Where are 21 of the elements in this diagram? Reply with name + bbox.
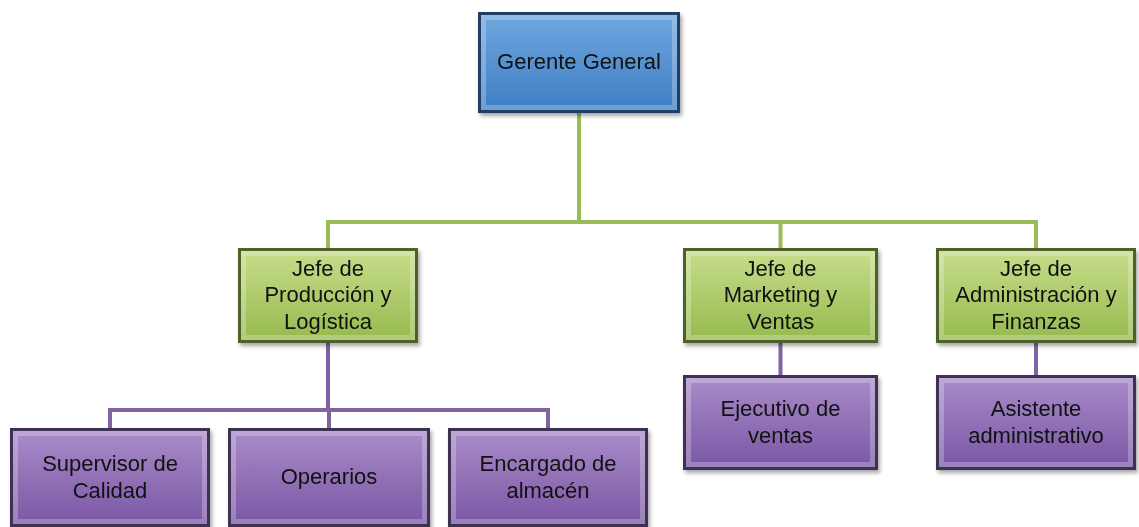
box-label: Asistente administrativo bbox=[967, 396, 1105, 449]
box-label: Supervisor de Calidad bbox=[41, 451, 179, 504]
org-chart-box bbox=[683, 375, 878, 470]
box-label: Jefe de Administración y Finanzas bbox=[954, 255, 1118, 336]
box-label: Ejecutivo de ventas bbox=[719, 396, 842, 449]
box-label: Gerente General bbox=[497, 49, 661, 76]
org-chart-box bbox=[478, 12, 680, 113]
box-label: Operarios bbox=[280, 464, 378, 491]
connector-line bbox=[326, 343, 550, 428]
box-label: Jefe de Producción y Logística bbox=[263, 255, 393, 336]
org-chart-box bbox=[448, 428, 648, 527]
org-chart-box bbox=[936, 248, 1136, 343]
org-chart-box bbox=[10, 428, 210, 527]
org-chart-box bbox=[683, 248, 878, 343]
org-chart-box bbox=[936, 375, 1136, 470]
org-chart-box bbox=[238, 248, 418, 343]
connector-line bbox=[778, 343, 783, 375]
box-label: Encargado de almacén bbox=[478, 451, 618, 504]
org-chart-box bbox=[228, 428, 430, 527]
connector-line bbox=[1034, 343, 1038, 375]
box-label: Jefe de Marketing y Ventas bbox=[722, 255, 839, 336]
